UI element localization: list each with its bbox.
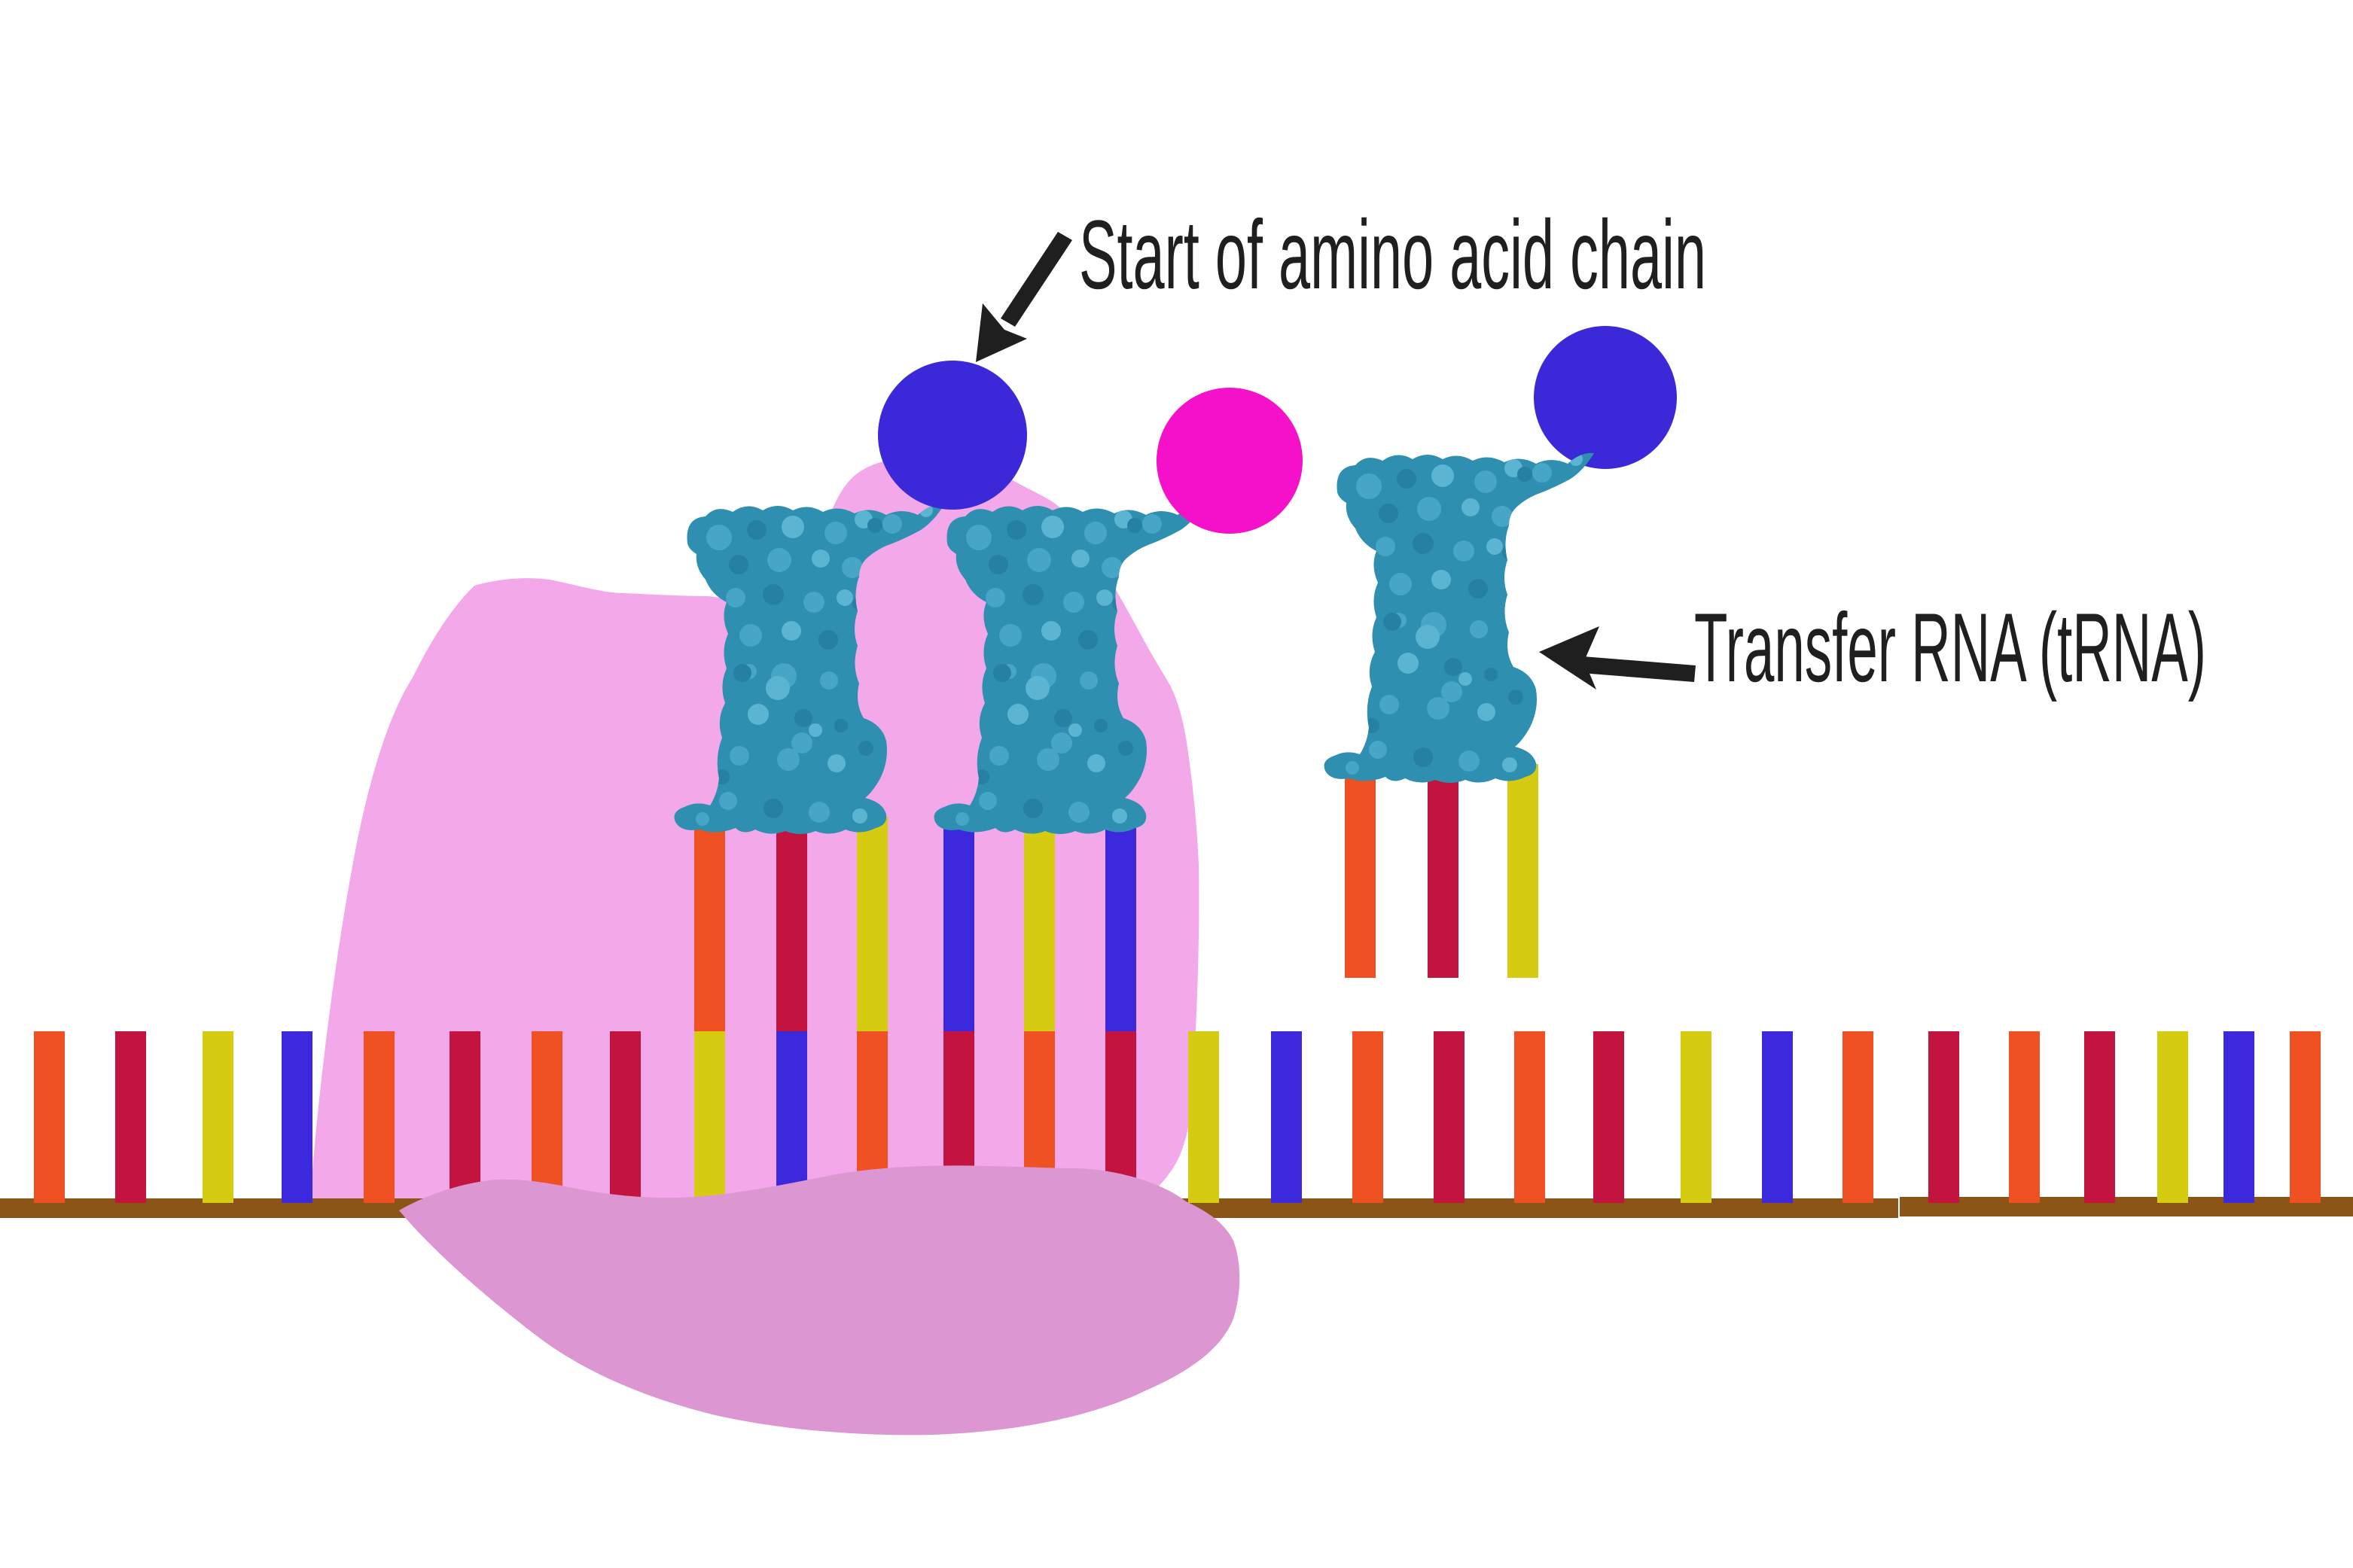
- mrna-base: [2157, 1031, 2188, 1203]
- mrna-base: [776, 1031, 807, 1203]
- arrow-head: [1539, 626, 1599, 690]
- anticodon-base: [1507, 764, 1538, 978]
- anticodon-base: [1428, 764, 1458, 978]
- mrna-base: [115, 1031, 146, 1203]
- label-start-of-chain: Start of amino acid chain: [1079, 199, 1706, 309]
- trna-3-anticodon: [1345, 764, 1538, 978]
- mrna-base: [694, 1031, 725, 1203]
- mrna-bases: [34, 1031, 2321, 1203]
- mrna-base: [2290, 1031, 2321, 1203]
- mrna-base: [282, 1031, 312, 1203]
- mrna-base: [364, 1031, 395, 1203]
- amino-acid-start: [878, 361, 1027, 510]
- mrna-base: [1271, 1031, 1302, 1203]
- arrow-head: [976, 303, 1027, 362]
- anticodon-base: [776, 817, 807, 1031]
- mrna-base: [450, 1031, 480, 1203]
- mrna-base: [203, 1031, 233, 1203]
- trna-2-anticodon: [943, 817, 1136, 1031]
- mrna-base: [1434, 1031, 1465, 1203]
- anticodon-base: [1024, 817, 1055, 1031]
- anticodon-base: [943, 817, 974, 1031]
- mrna-base: [1593, 1031, 1624, 1203]
- amino-acid-incoming: [1534, 326, 1677, 469]
- anticodon-base: [694, 817, 725, 1031]
- mrna-base: [1762, 1031, 1793, 1203]
- mrna-base: [1352, 1031, 1383, 1203]
- arrow-to-amino-chain: [976, 232, 1072, 362]
- mrna-strand-right: [1900, 1197, 2353, 1216]
- anticodon-base: [857, 817, 888, 1031]
- arrow-shaft: [1581, 656, 1696, 682]
- arrow-shaft: [1001, 232, 1072, 327]
- anticodon-base: [1105, 817, 1136, 1031]
- mrna-base: [1928, 1031, 1959, 1203]
- mrna-base: [34, 1031, 65, 1203]
- label-trna: Transfer RNA (tRNA): [1694, 592, 2206, 702]
- ribosome-small-subunit: [399, 1165, 1240, 1436]
- mrna-base: [532, 1031, 562, 1203]
- amino-acid-magenta: [1157, 388, 1303, 534]
- mrna-base: [2223, 1031, 2254, 1203]
- mrna-base: [1681, 1031, 1711, 1203]
- anticodon-base: [1345, 764, 1376, 978]
- arrow-to-trna: [1539, 626, 1696, 690]
- mrna-base: [1514, 1031, 1545, 1203]
- trna-1-anticodon: [694, 817, 888, 1031]
- mrna-base: [2084, 1031, 2115, 1203]
- trna-3: [1324, 452, 1595, 783]
- mrna-base: [2009, 1031, 2040, 1203]
- mrna-base: [1188, 1031, 1219, 1203]
- mrna-base: [610, 1031, 641, 1203]
- mrna-base: [1842, 1031, 1873, 1203]
